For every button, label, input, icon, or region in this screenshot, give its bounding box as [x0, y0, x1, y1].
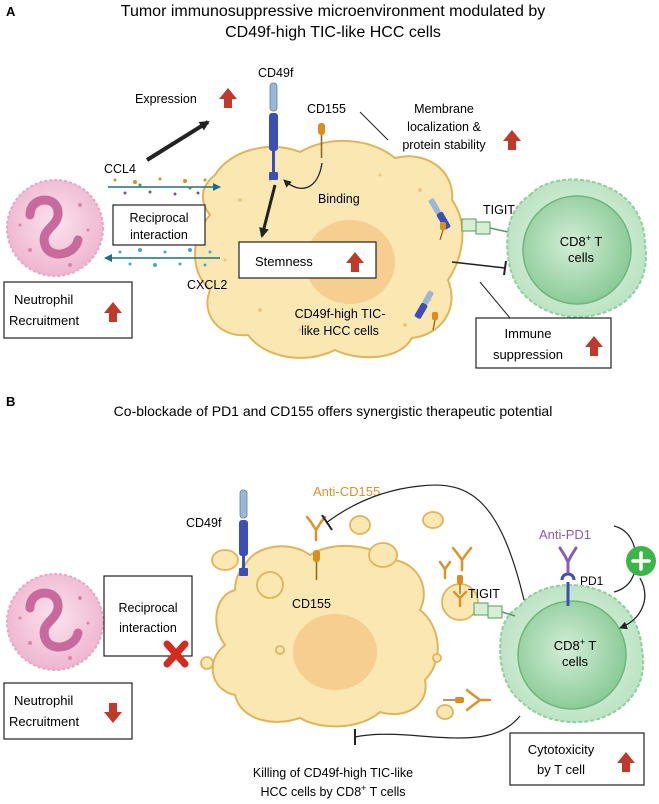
- immune-line1: Immune: [505, 326, 552, 341]
- t-cell-a-cells: cells: [568, 250, 595, 265]
- reciprocal-b-line2: interaction: [119, 621, 177, 635]
- anti-cd155-label: Anti-CD155: [313, 484, 380, 499]
- t-cell-b: [499, 584, 645, 724]
- cxcl2-label: CXCL2: [187, 278, 227, 292]
- cd155-membrane-a-lower: [432, 312, 438, 331]
- inhibition-line-a: [451, 261, 506, 269]
- panel-a-title-line2: CD49f-high TIC-like HCC cells: [225, 24, 441, 41]
- cd155-label-b: CD155: [292, 597, 331, 611]
- cd49f-receptor-b: [239, 489, 248, 576]
- cd49f-membrane-a-upper: [428, 198, 451, 230]
- reciprocal-a-line2: interaction: [130, 228, 188, 242]
- reciprocal-b-line1: Reciprocal: [118, 601, 177, 615]
- membrane-up-arrow: [503, 130, 521, 150]
- ccl4-signal: [108, 177, 221, 196]
- t-cell-to-tumor-inhibition-bottom: [354, 715, 521, 739]
- pd1-receptor: [560, 572, 576, 606]
- cd155-marker-a: [318, 123, 325, 158]
- cytotoxicity-line2: by T cell: [537, 762, 585, 777]
- t-cell-to-tumor-inhibition-top: [325, 484, 525, 601]
- anti-cd155-antibodies: [305, 515, 492, 712]
- binding-arrow: [283, 162, 323, 189]
- neutrophil-b-line1: Neutrophil: [14, 693, 73, 708]
- panel-a-title-line1: Tumor immunosuppressive microenvironment…: [121, 3, 545, 20]
- reciprocal-box-a: [112, 204, 206, 246]
- tigit-receptor-b: [473, 602, 516, 619]
- tigit-label-a: TIGIT: [483, 203, 515, 217]
- tumor-blebs-b: [200, 511, 479, 720]
- tigit-receptor-a: [461, 218, 509, 235]
- killing-line1: Killing of CD49f-high TIC-like: [253, 766, 413, 780]
- immune-line2: suppression: [493, 347, 563, 362]
- reciprocal-a-line1: Reciprocal: [129, 211, 188, 225]
- tigit-label-b: TIGIT: [468, 587, 500, 601]
- tumor-speckles-a: [223, 173, 432, 332]
- membrane-line3: protein stability: [402, 138, 486, 152]
- cd155-marker-b-right: [443, 575, 464, 703]
- expression-arrow: [145, 120, 210, 162]
- neutrophil-b-line2: Recruitment: [9, 714, 79, 729]
- membrane-line2: localization &: [407, 120, 481, 134]
- membrane-line1: Membrane: [414, 102, 474, 116]
- plus-icon: [626, 546, 656, 576]
- cd155-label-a: CD155: [307, 102, 346, 116]
- expression-up-arrow: [219, 88, 237, 108]
- cd49f-receptor-a: [269, 82, 278, 180]
- ccl4-label: CCL4: [104, 162, 136, 176]
- blocked-cross-icon: [163, 640, 189, 668]
- cd49f-label-a: CD49f: [258, 66, 294, 80]
- inhibition-bar-a: [503, 260, 507, 276]
- cytotoxicity-line1: Cytotoxicity: [528, 742, 595, 757]
- tumor-label-line2: like HCC cells: [301, 324, 379, 338]
- anti-pd1-label: Anti-PD1: [539, 527, 591, 542]
- stemness-label: Stemness: [255, 254, 313, 269]
- t-cell-a: [506, 178, 647, 318]
- expression-label: Expression: [135, 92, 197, 106]
- t-cell-b-cells: cells: [562, 654, 589, 669]
- neutrophil-a-line1: Neutrophil: [14, 292, 73, 307]
- t-cell-b-cd8: CD8+ T: [554, 637, 597, 653]
- neutrophil-cell-b: [6, 573, 104, 671]
- killing-line2: HCC cells by CD8+ T cells: [260, 783, 405, 799]
- panel-b-letter: B: [6, 394, 15, 409]
- top-inhibition-bar: [321, 514, 333, 531]
- immune-connector: [479, 281, 511, 319]
- cd49f-membrane-a-lower: [414, 290, 434, 319]
- synergy-arrow: [619, 577, 646, 630]
- t-cell-a-cd8: CD8+ T: [560, 233, 603, 249]
- panel-b-title: Co-blockade of PD1 and CD155 offers syne…: [114, 403, 553, 419]
- cd155-membrane-a-upper: [439, 222, 446, 241]
- membrane-connector: [359, 111, 389, 141]
- cd49f-label-b: CD49f: [186, 516, 222, 530]
- cxcl2-signal: [104, 248, 220, 267]
- reciprocal-box-b: [103, 575, 193, 657]
- binding-label: Binding: [318, 192, 360, 206]
- cd155-marker-b: [313, 550, 320, 580]
- panel-a-letter: A: [6, 4, 16, 19]
- stemness-arrow: [259, 184, 277, 238]
- neutrophil-a-line2: Recruitment: [9, 313, 79, 328]
- anti-pd1-antibody: [558, 546, 578, 574]
- tumor-nucleus-b: [293, 614, 377, 690]
- pd1-label: PD1: [580, 574, 604, 588]
- tumor-label-line1: CD49f-high TIC-: [295, 307, 386, 321]
- neutrophil-cell-a: [6, 179, 104, 277]
